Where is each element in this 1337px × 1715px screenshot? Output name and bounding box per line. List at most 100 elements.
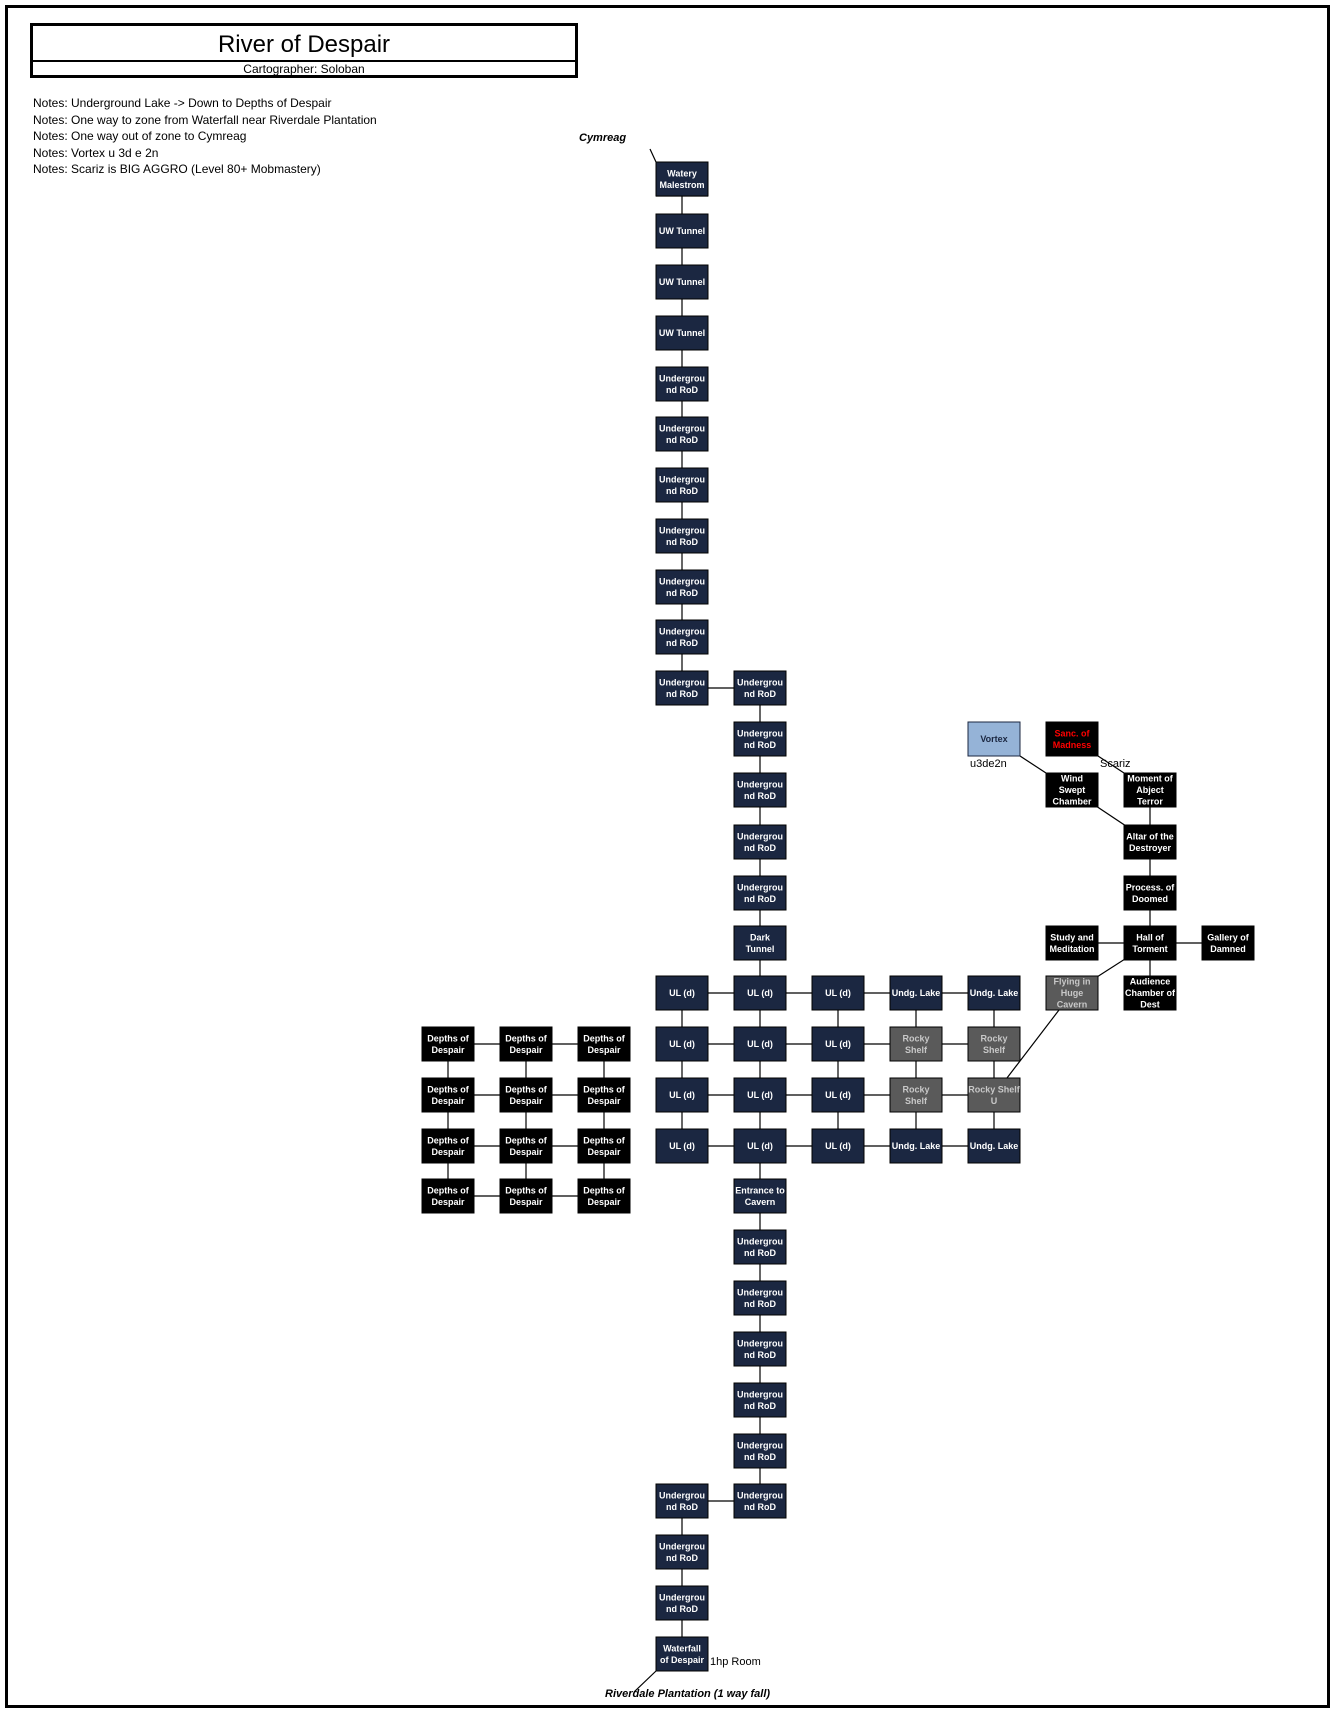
room-box <box>733 1229 787 1265</box>
room-label-line: Undergrou <box>737 831 783 841</box>
room-label-line: nd RoD <box>744 843 776 853</box>
room-box <box>1045 975 1099 1011</box>
room-box <box>889 975 943 1011</box>
room-label-line: Abject <box>1136 785 1164 795</box>
room-connectors <box>447 148 1228 1693</box>
room-label-line: Undergrou <box>659 1541 705 1551</box>
room-box <box>967 721 1021 757</box>
room-box <box>655 366 709 402</box>
cartographer-credit: Cartographer: Soloban <box>243 62 365 76</box>
room-label-line: Undergrou <box>659 576 705 586</box>
room-box <box>1123 824 1177 860</box>
room-label-line: Chamber of <box>1125 988 1176 998</box>
room-box <box>499 1128 553 1164</box>
room-box <box>655 1128 709 1164</box>
riverdale-exit-label: Riverdale Plantation (1 way fall) <box>605 1688 770 1700</box>
room-label-line: Hall of <box>1136 932 1165 942</box>
room-box <box>733 721 787 757</box>
room-label-line: Despair <box>509 1096 543 1106</box>
room-label-line: Undergrou <box>737 882 783 892</box>
room-box <box>733 1433 787 1469</box>
room-box <box>811 975 865 1011</box>
room-ul_c1: UL (d) <box>811 975 865 1011</box>
room-box <box>967 1077 1021 1113</box>
exit-line-riverdale <box>633 1670 657 1693</box>
room-label-line: Depths of <box>427 1033 470 1043</box>
room-box <box>655 670 709 706</box>
room-box <box>421 1128 475 1164</box>
room-label-line: Depths of <box>583 1135 626 1145</box>
room-label-line: Despair <box>587 1147 621 1157</box>
room-label-line: UL (d) <box>747 1141 773 1151</box>
room-label-line: Rocky <box>980 1033 1007 1043</box>
room-label-line: Undergrou <box>737 677 783 687</box>
room-uw3: UW Tunnel <box>655 315 709 351</box>
room-label-line: Depths of <box>427 1084 470 1094</box>
room-box <box>733 975 787 1011</box>
room-ur12: Underground RoD <box>733 875 787 911</box>
room-box <box>733 925 787 961</box>
note-item: Notes: Underground Lake -> Down to Depth… <box>33 96 332 110</box>
room-label-line: Despair <box>431 1045 465 1055</box>
room-label-line: Shelf <box>905 1045 928 1055</box>
room-label-line: nd RoD <box>666 1604 698 1614</box>
room-ur6: Underground RoD <box>655 619 709 655</box>
room-label-line: Undergrou <box>659 525 705 535</box>
room-label-line: Undergrou <box>737 1287 783 1297</box>
room-box <box>733 1128 787 1164</box>
room-label-line: nd RoD <box>666 1553 698 1563</box>
room-label-line: Madness <box>1053 740 1092 750</box>
map-frame <box>5 5 1330 1708</box>
room-label-line: Vortex <box>980 734 1007 744</box>
room-label-line: nd RoD <box>744 1452 776 1462</box>
room-box <box>733 1483 787 1519</box>
room-label-line: Terror <box>1137 797 1163 807</box>
room-label-line: Undergrou <box>737 1338 783 1348</box>
room-label-line: Undg. Lake <box>970 988 1019 998</box>
room-box <box>1201 925 1255 961</box>
room-box <box>889 1128 943 1164</box>
room-label-line: Depths of <box>505 1033 548 1043</box>
room-uw1: UW Tunnel <box>655 213 709 249</box>
room-dd_21: Depths of Despair <box>421 1077 475 1113</box>
room-box <box>967 975 1021 1011</box>
room-lake1: Undg. Lake <box>889 975 943 1011</box>
room-label-line: of Despair <box>660 1655 705 1665</box>
room-label-line: nd RoD <box>666 588 698 598</box>
room-lake2: Undg. Lake <box>967 975 1021 1011</box>
room-box <box>655 213 709 249</box>
note-item: Notes: Vortex u 3d e 2n <box>33 145 159 160</box>
room-ul_c3: UL (d) <box>811 1077 865 1113</box>
room-label-line: Depths of <box>505 1084 548 1094</box>
room-lr2: Undergrou nd RoD <box>733 1280 787 1316</box>
note-item: Notes: One way out of zone to Cymreag <box>33 129 247 144</box>
room-box <box>655 1585 709 1621</box>
annotation-labels: Cymreag Riverdale Plantation (1 way fall… <box>579 132 1131 1700</box>
room-label-line: UL (d) <box>825 1090 851 1100</box>
room-label-line: Despair <box>431 1096 465 1106</box>
room-label-line: nd RoD <box>744 1248 776 1258</box>
room-label-line: Process. of <box>1126 882 1176 892</box>
room-box <box>655 315 709 351</box>
room-label-line: nd RoD <box>744 1299 776 1309</box>
room-label-line: nd RoD <box>666 638 698 648</box>
room-label-line: nd RoD <box>666 385 698 395</box>
room-label-line: nd RoD <box>744 791 776 801</box>
room-ur5: Undergrou nd RoD <box>655 569 709 605</box>
room-label-line: UW Tunnel <box>659 277 705 287</box>
notes-list: Notes: Underground Lake -> Down to Depth… <box>33 95 377 178</box>
room-label-line: Huge <box>1061 988 1084 998</box>
room-label-line: Study and <box>1050 932 1094 942</box>
room-box <box>499 1178 553 1214</box>
room-ur8: Underground RoD <box>733 670 787 706</box>
room-label-line: Despair <box>587 1096 621 1106</box>
